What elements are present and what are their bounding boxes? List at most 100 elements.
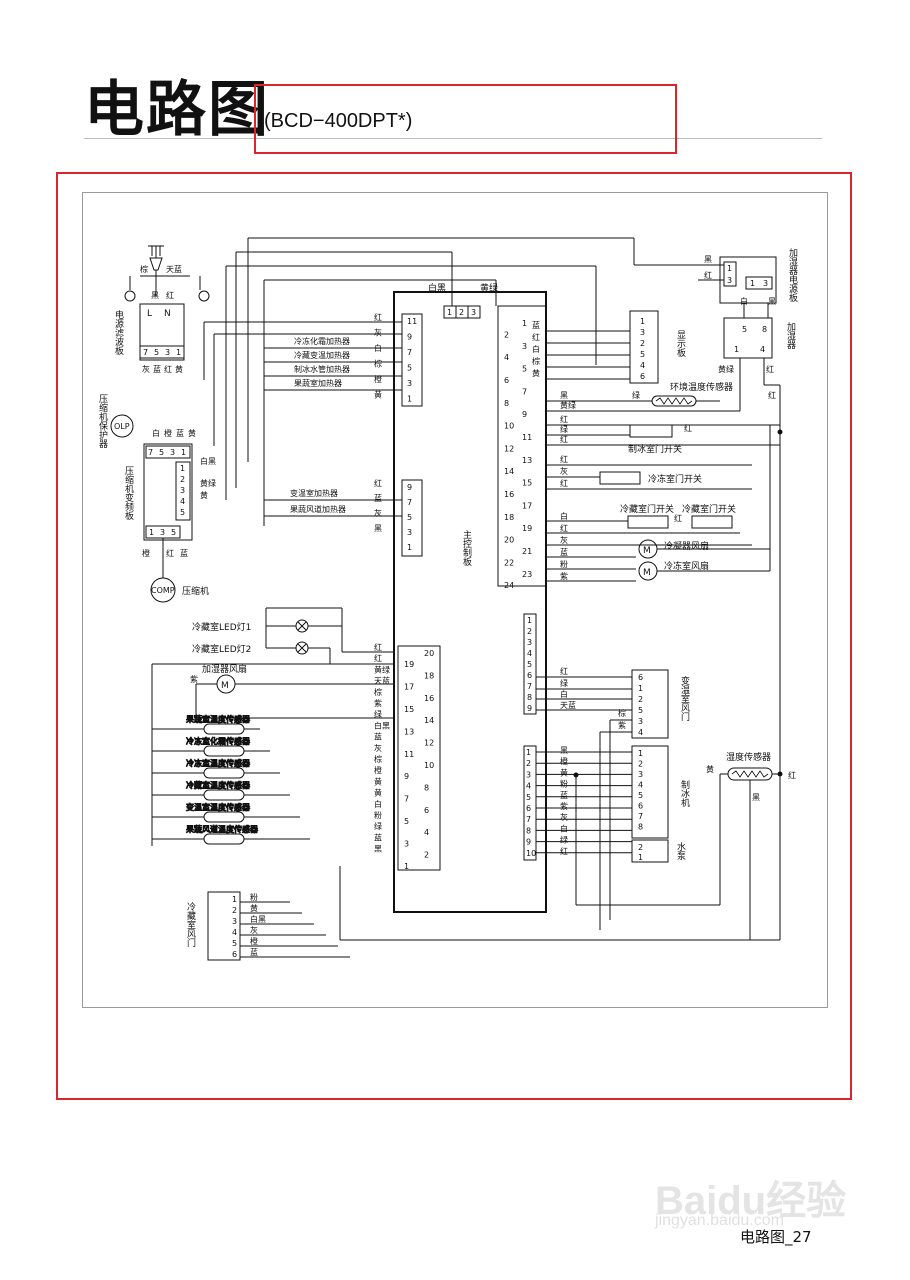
mid-pin-3: 3 [527, 638, 532, 647]
svg-text:1: 1 [447, 308, 452, 317]
ice-door-red: 红 [684, 423, 692, 433]
cold-damper-pin-1: 1 [232, 895, 237, 904]
var-damper-pin-1: 1 [638, 684, 643, 693]
svg-text:橙: 橙 [142, 548, 150, 558]
left-lower-connector [397, 645, 441, 871]
humid-out-yg: 黄绿 [718, 364, 734, 374]
ice-wire: 橙 [560, 756, 568, 766]
right-pin-14: 14 [504, 467, 514, 476]
heater-b-pin-3: 3 [407, 528, 412, 537]
heater-a-pin-1: 1 [407, 395, 412, 404]
ice-pin-10: 10 [526, 849, 536, 858]
humid-board-white: 白 [740, 296, 748, 306]
protector-wire: 白 [152, 428, 160, 438]
display-pin-5: 5 [640, 350, 645, 359]
right-pin-3: 3 [522, 342, 527, 351]
left-wire: 棕 [374, 687, 382, 697]
svg-text:M: M [643, 546, 651, 556]
ice-maker-label: 制冰机 [679, 779, 690, 808]
env-sensor-green: 绿 [632, 391, 640, 400]
comp-label: COMP [151, 586, 175, 595]
svg-text:蓝: 蓝 [180, 548, 188, 558]
protector-wires: 白橙蓝黄 [152, 428, 196, 438]
left-pin-12: 12 [424, 739, 434, 748]
ice-wire: 紫 [560, 802, 568, 811]
heater-name: 制冰水管加热器 [294, 364, 350, 374]
mid-pin-6: 6 [527, 671, 532, 680]
left-wire: 白黑 [374, 720, 390, 730]
humid-sensor-yellow: 黄 [706, 764, 714, 774]
left-wire: 紫 [374, 699, 382, 708]
left-pin-9: 9 [404, 772, 409, 781]
diagram-frame [82, 192, 828, 1008]
heater-name: 冷冻化霜加热器 [294, 336, 350, 346]
comp-pin-5: 5 [171, 528, 176, 537]
svg-text:黄: 黄 [532, 368, 540, 378]
var-damper-pin-2: 2 [638, 695, 643, 704]
right-pin-8: 8 [504, 399, 509, 408]
ice-maker-pin-2: 2 [638, 760, 643, 769]
fridge-door-wire-3: 红 [560, 478, 568, 488]
filter-L: L [147, 309, 152, 319]
right-pin-17: 17 [522, 501, 532, 510]
ice-wire: 白 [560, 823, 568, 833]
var-damper-pin-3: 3 [638, 717, 643, 726]
ice-maker-pin-3: 3 [638, 770, 643, 779]
mid-pin-8: 8 [527, 693, 532, 702]
ice-pin-3: 3 [526, 770, 531, 779]
ice-maker-pin-4: 4 [638, 781, 643, 790]
water-pump [631, 839, 669, 863]
svg-text:3: 3 [727, 276, 732, 285]
svg-text:1: 1 [727, 264, 732, 273]
svg-text:红: 红 [560, 523, 568, 533]
led2-label: 冷藏室LED灯2 [192, 643, 251, 655]
ice-pin-1: 1 [526, 748, 531, 757]
left-wire: 黄 [374, 788, 382, 798]
svg-text:蓝: 蓝 [532, 320, 540, 330]
left-pin-19: 19 [404, 660, 414, 669]
filter-pin-1: 1 [176, 348, 181, 357]
inverter-pin-7: 7 [148, 448, 153, 457]
filter-wire: 黄 [175, 364, 183, 374]
inverter-side-pin-2: 2 [180, 475, 185, 484]
cold-door-switch [627, 515, 669, 529]
mid-connector [523, 613, 537, 715]
right-pin-24: 24 [504, 581, 514, 590]
cold-damper-pin-6: 6 [232, 950, 237, 959]
protector-wire: 黄 [188, 428, 196, 438]
mid-pin-2: 2 [527, 627, 532, 636]
ice-pin-5: 5 [526, 793, 531, 802]
inverter-pin-5: 5 [159, 448, 164, 457]
ice-wire: 黄 [560, 767, 568, 777]
cold-damper-label: 冷藏室风门 [185, 901, 196, 948]
olp-circle [110, 414, 134, 438]
diagram-highlight-box [56, 172, 852, 1100]
svg-text:白: 白 [532, 344, 540, 354]
left-wire: 白 [374, 799, 382, 809]
left-pin-18: 18 [424, 671, 434, 680]
humidifier [723, 317, 773, 359]
svg-text:3: 3 [763, 279, 768, 288]
left-wire: 灰 [374, 743, 382, 753]
humid-sensor-black: 黑 [752, 793, 760, 802]
ice-door-wire-2: 绿 [560, 425, 568, 434]
left-pin-11: 11 [404, 750, 414, 759]
temperature-sensor [203, 723, 245, 735]
heater-b-wire: 灰 [374, 508, 382, 518]
inverter-board-label: 压缩机变频板 [123, 466, 134, 521]
right-pin-10: 10 [504, 422, 514, 431]
filter-N: N [164, 309, 171, 319]
heater-connector-b [401, 479, 423, 557]
svg-text:2: 2 [638, 843, 643, 852]
cold-damper-pin-3: 3 [232, 917, 237, 926]
var-damper-pin-4: 4 [638, 728, 643, 737]
temperature-sensor [203, 789, 245, 801]
svg-text:绿: 绿 [560, 679, 568, 688]
ice-wire: 蓝 [560, 790, 568, 800]
left-pin-5: 5 [404, 817, 409, 826]
